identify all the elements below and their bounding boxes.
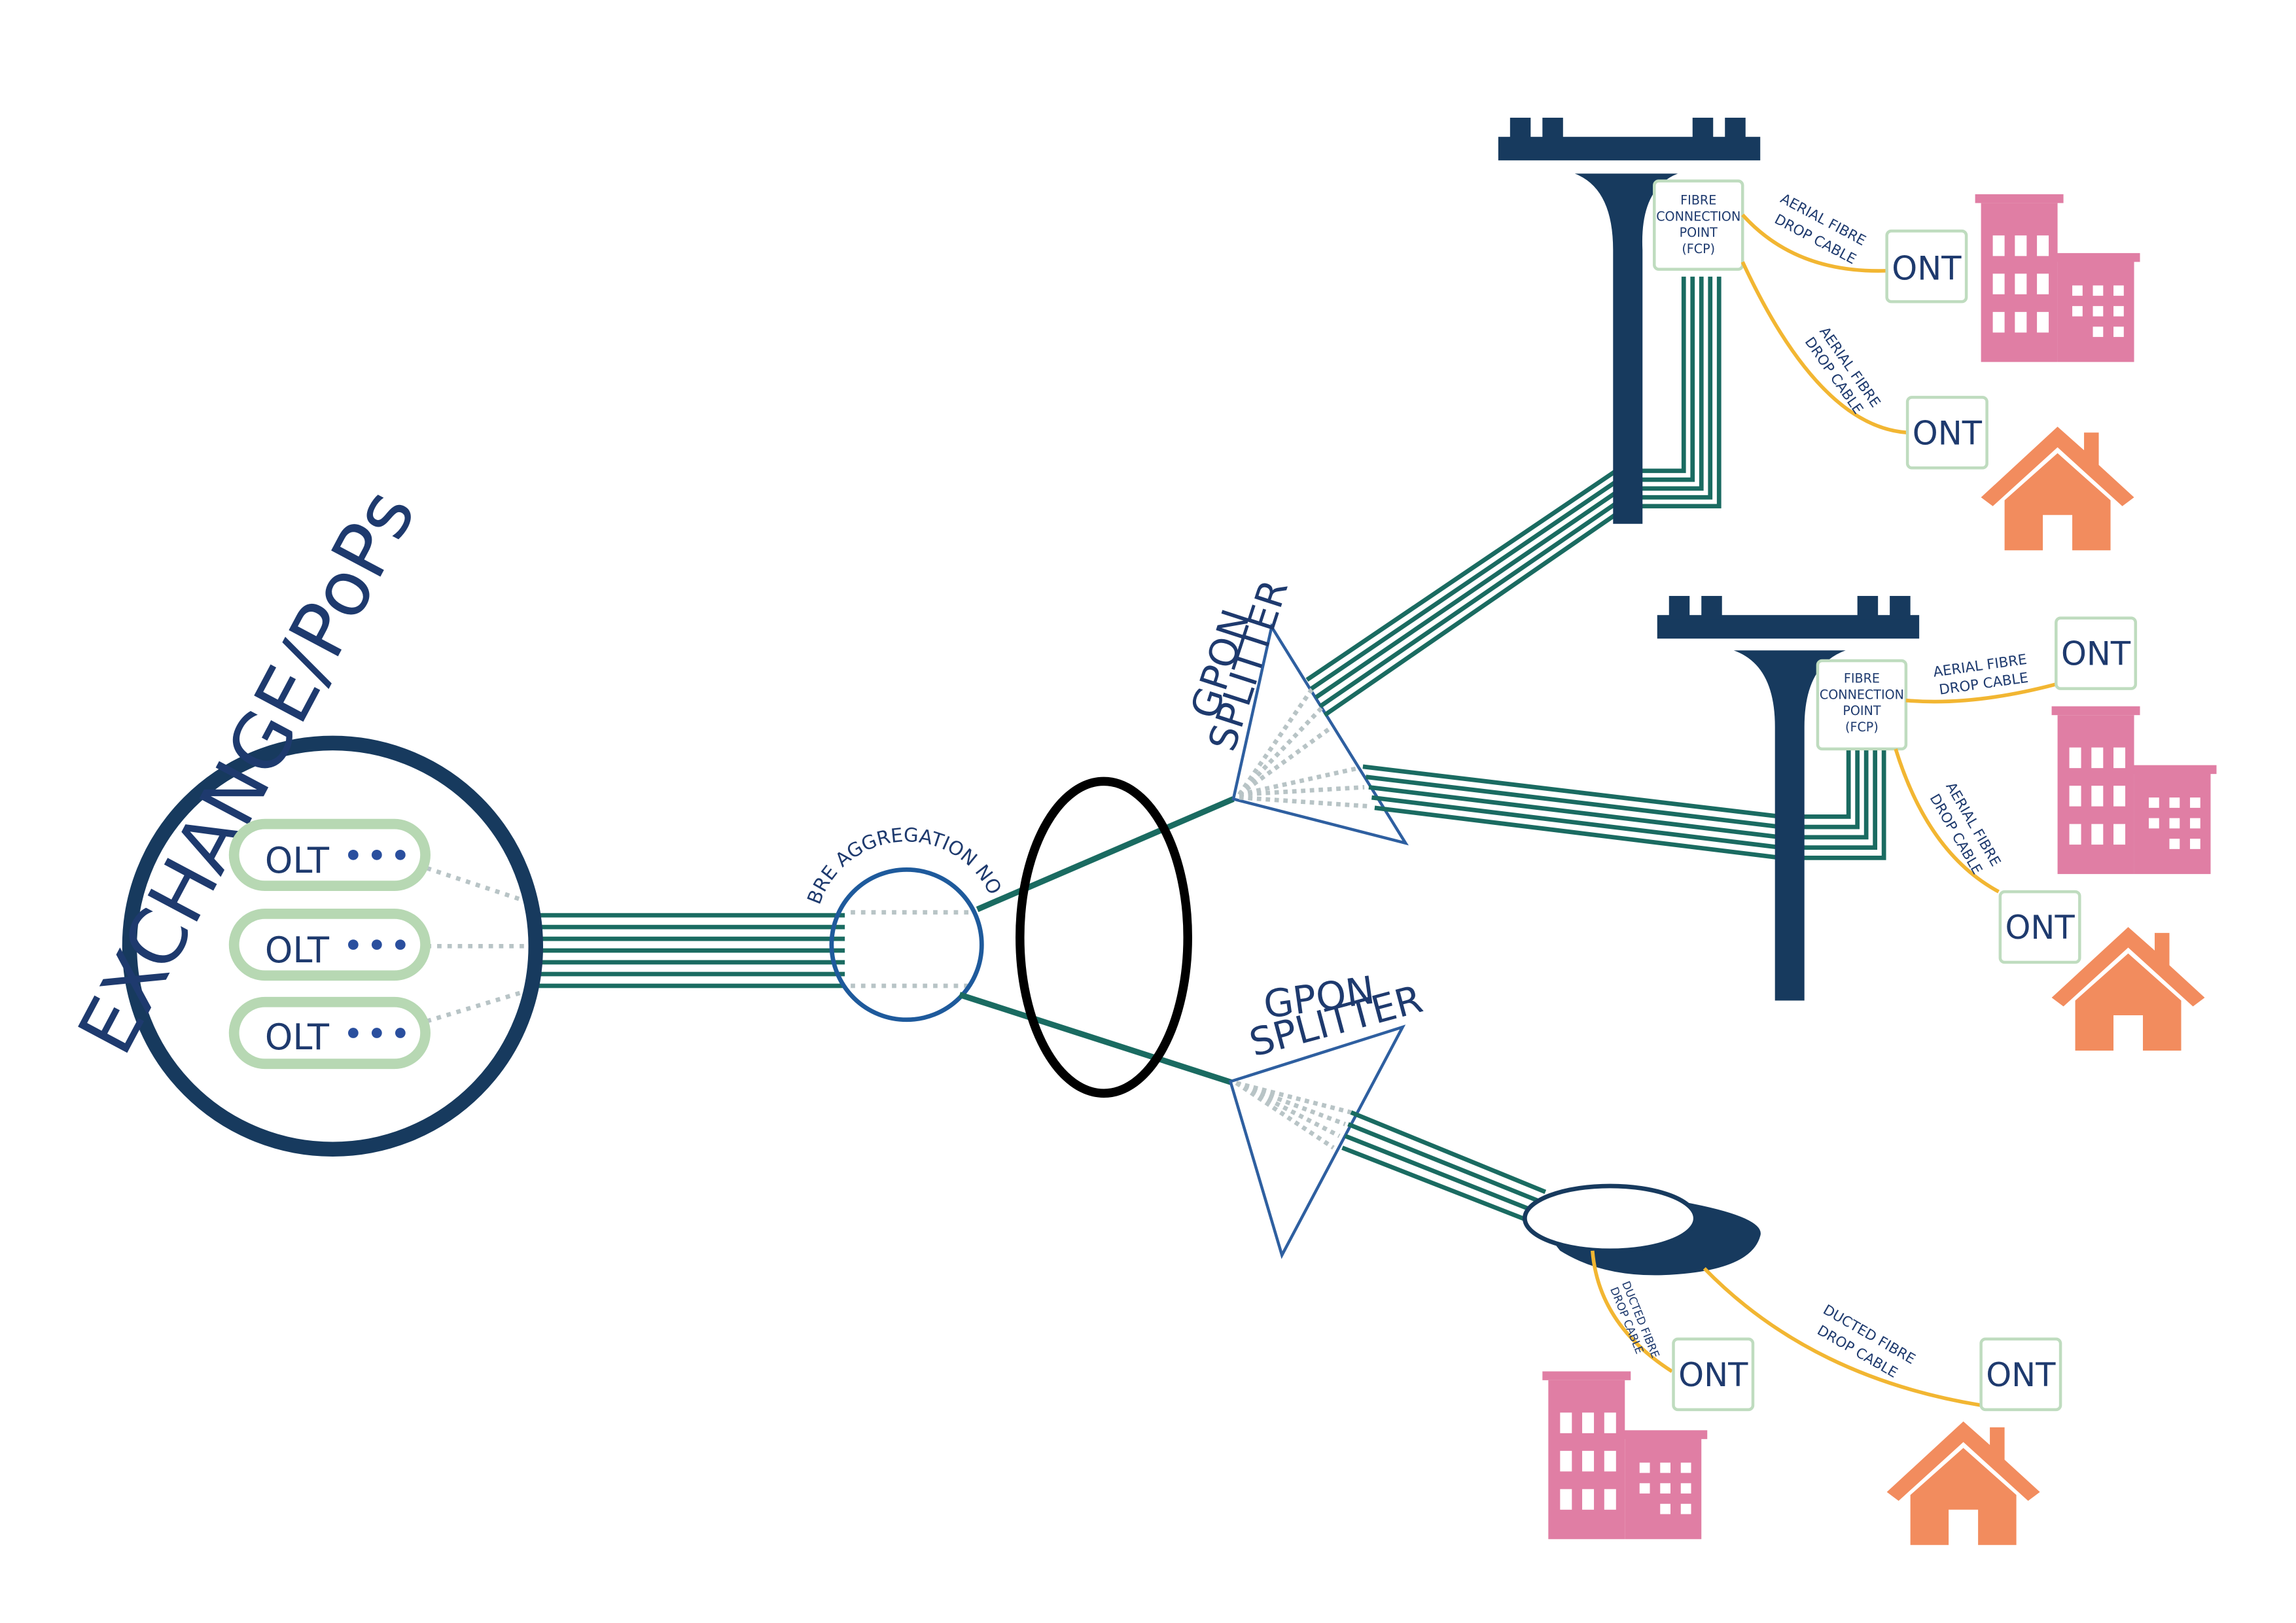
gpon-splitter-1: GPON SPLITTER [1182, 574, 1409, 846]
ont-box: ONT [1905, 396, 1988, 470]
status-dot [395, 939, 406, 950]
status-dot [347, 849, 359, 860]
status-dot [371, 1028, 382, 1038]
feeder-fibres [959, 796, 1235, 1086]
fcp-box-2: FIBRE CONNECTION POINT (FCP) [1816, 659, 1908, 751]
fcp-line: CONNECTION [1820, 687, 1904, 702]
fcp-line: POINT [1680, 225, 1718, 240]
house-icon [1886, 1421, 2040, 1545]
fcp-line: (FCP) [1845, 720, 1879, 735]
ont-label: ONT [1892, 249, 1962, 287]
office-building-icon [2051, 706, 2217, 875]
olt-label: OLT [265, 840, 330, 881]
fcp-box-1: FIBRE CONNECTION POINT (FCP) [1653, 179, 1744, 271]
ont-box: ONT [1672, 1337, 1755, 1412]
status-dot [371, 849, 382, 860]
distribution-bundle-duct [1341, 1110, 1547, 1230]
status-dot [371, 939, 382, 950]
splitter-triangle [1228, 1024, 1406, 1259]
olt-unit: OLT [228, 996, 431, 1070]
aggregation-circle [829, 867, 984, 1022]
distribution-bundle-pole-2 [1362, 742, 1886, 860]
exchange-circle [122, 735, 544, 1157]
utility-pole-icon [1498, 117, 1761, 524]
fcp-line: FIBRE [1680, 193, 1716, 208]
olt-unit: OLT [228, 908, 431, 981]
olt-label: OLT [265, 930, 330, 971]
olt-label: OLT [265, 1017, 330, 1058]
fcp-line: (FCP) [1682, 241, 1715, 256]
ont-label: ONT [2061, 635, 2131, 673]
exchange-pop: EXCHANGE/PoPs OLT OLT OLT [61, 475, 544, 1157]
olt-patch-lines [426, 865, 969, 1024]
aggregation-label-path: FIBRE AGGREGATION NODE [0, 0, 1006, 907]
fibre-slack-loop [1016, 777, 1192, 1098]
ont-label: ONT [1913, 414, 1983, 452]
drop-cables [1590, 213, 2057, 1407]
utility-pole-icon [1657, 595, 1920, 1001]
trunk-fibre-bundle [533, 913, 845, 988]
ont-label: ONT [1678, 1356, 1748, 1394]
status-dot [395, 849, 406, 860]
gpon-splitter-2: GPON SPLITTER [1228, 968, 1427, 1259]
ont-box: ONT [1979, 1337, 2062, 1412]
distribution-bundle-pole-1 [1305, 276, 1722, 717]
fcp-line: FIBRE [1844, 671, 1880, 686]
ont-box: ONT [1885, 229, 1968, 304]
ont-label: ONT [2005, 909, 2075, 947]
status-dot [347, 939, 359, 950]
status-dot [395, 1028, 406, 1038]
office-building-icon [1975, 194, 2140, 362]
fcp-line: POINT [1843, 703, 1881, 718]
ont-label: ONT [1986, 1356, 2056, 1394]
fcp-line: CONNECTION [1656, 209, 1740, 224]
ont-box: ONT [2055, 616, 2138, 690]
manhole-icon [1522, 1183, 1761, 1276]
status-dot [347, 1028, 359, 1038]
house-icon [1981, 427, 2134, 551]
ont-box: ONT [1998, 890, 2081, 964]
olt-unit: OLT [228, 818, 431, 891]
aggregation-label: FIBRE AGGREGATION NODE [0, 0, 1006, 907]
